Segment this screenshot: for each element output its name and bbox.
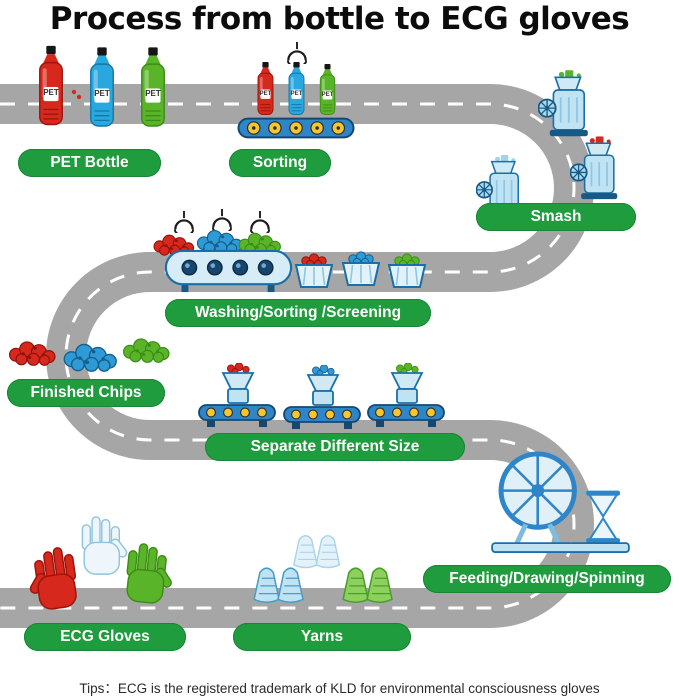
smash-grinder-green-icon	[538, 70, 596, 139]
stage-label-pet-bottle: PET Bottle	[18, 149, 161, 177]
stage-label-finished-chips: Finished Chips	[7, 379, 165, 407]
spinning-wheel-machine-icon	[486, 447, 635, 558]
finished-chips-green-icon	[119, 334, 174, 364]
chip-basket-green-icon	[384, 253, 430, 289]
finished-chips-red-icon	[5, 337, 60, 367]
chip-basket-red-icon	[291, 253, 337, 289]
bottle-label: PET	[43, 87, 59, 97]
bottle-label: PET	[259, 90, 272, 97]
claw-icon	[284, 42, 310, 64]
stage-label-feeding: Feeding/Drawing/Spinning	[423, 565, 671, 593]
finished-chips-blue-icon	[59, 339, 122, 373]
sorting-bottle-red-icon: PET	[255, 62, 276, 117]
bottle-label: PET	[290, 90, 303, 97]
conveyor-belt-icon	[237, 114, 355, 142]
glove-green-icon	[119, 538, 179, 609]
bottle-label: PET	[94, 89, 110, 99]
yarn-cones-blue-icon	[253, 561, 307, 607]
sorting-bottle-green-icon: PET	[317, 64, 338, 117]
pet-bottle-red-icon: PET	[36, 44, 66, 130]
fragment-dots-icon	[71, 89, 82, 100]
glove-red-icon	[22, 542, 86, 617]
stage-label-ecg-gloves: ECG Gloves	[24, 623, 186, 651]
separator-machine-red-icon	[197, 363, 277, 429]
bottle-label: PET	[321, 91, 334, 98]
smash-grinder-red-icon	[570, 136, 625, 202]
washing-machine-icon	[163, 249, 294, 294]
yarn-cones-green-icon	[342, 561, 396, 607]
stage-label-sorting: Sorting	[229, 149, 331, 177]
page-title: Process from bottle to ECG gloves	[49, 1, 630, 37]
stage-label-washing: Washing/Sorting /Screening	[165, 299, 431, 327]
bottle-label: PET	[145, 89, 161, 99]
separator-machine-blue-icon	[282, 365, 362, 431]
pet-bottle-blue-icon: PET	[87, 46, 117, 131]
separator-machine-green-icon	[366, 363, 446, 429]
stage-label-separate: Separate Different Size	[205, 433, 465, 461]
pet-bottle-green-icon: PET	[138, 46, 168, 131]
tips-text: Tips：ECG is the registered trademark of …	[79, 681, 600, 696]
chip-basket-blue-icon	[338, 251, 384, 287]
sorting-bottle-blue-icon: PET	[286, 62, 307, 117]
stage-label-yarns: Yarns	[233, 623, 411, 651]
stage-label-smash: Smash	[476, 203, 636, 231]
